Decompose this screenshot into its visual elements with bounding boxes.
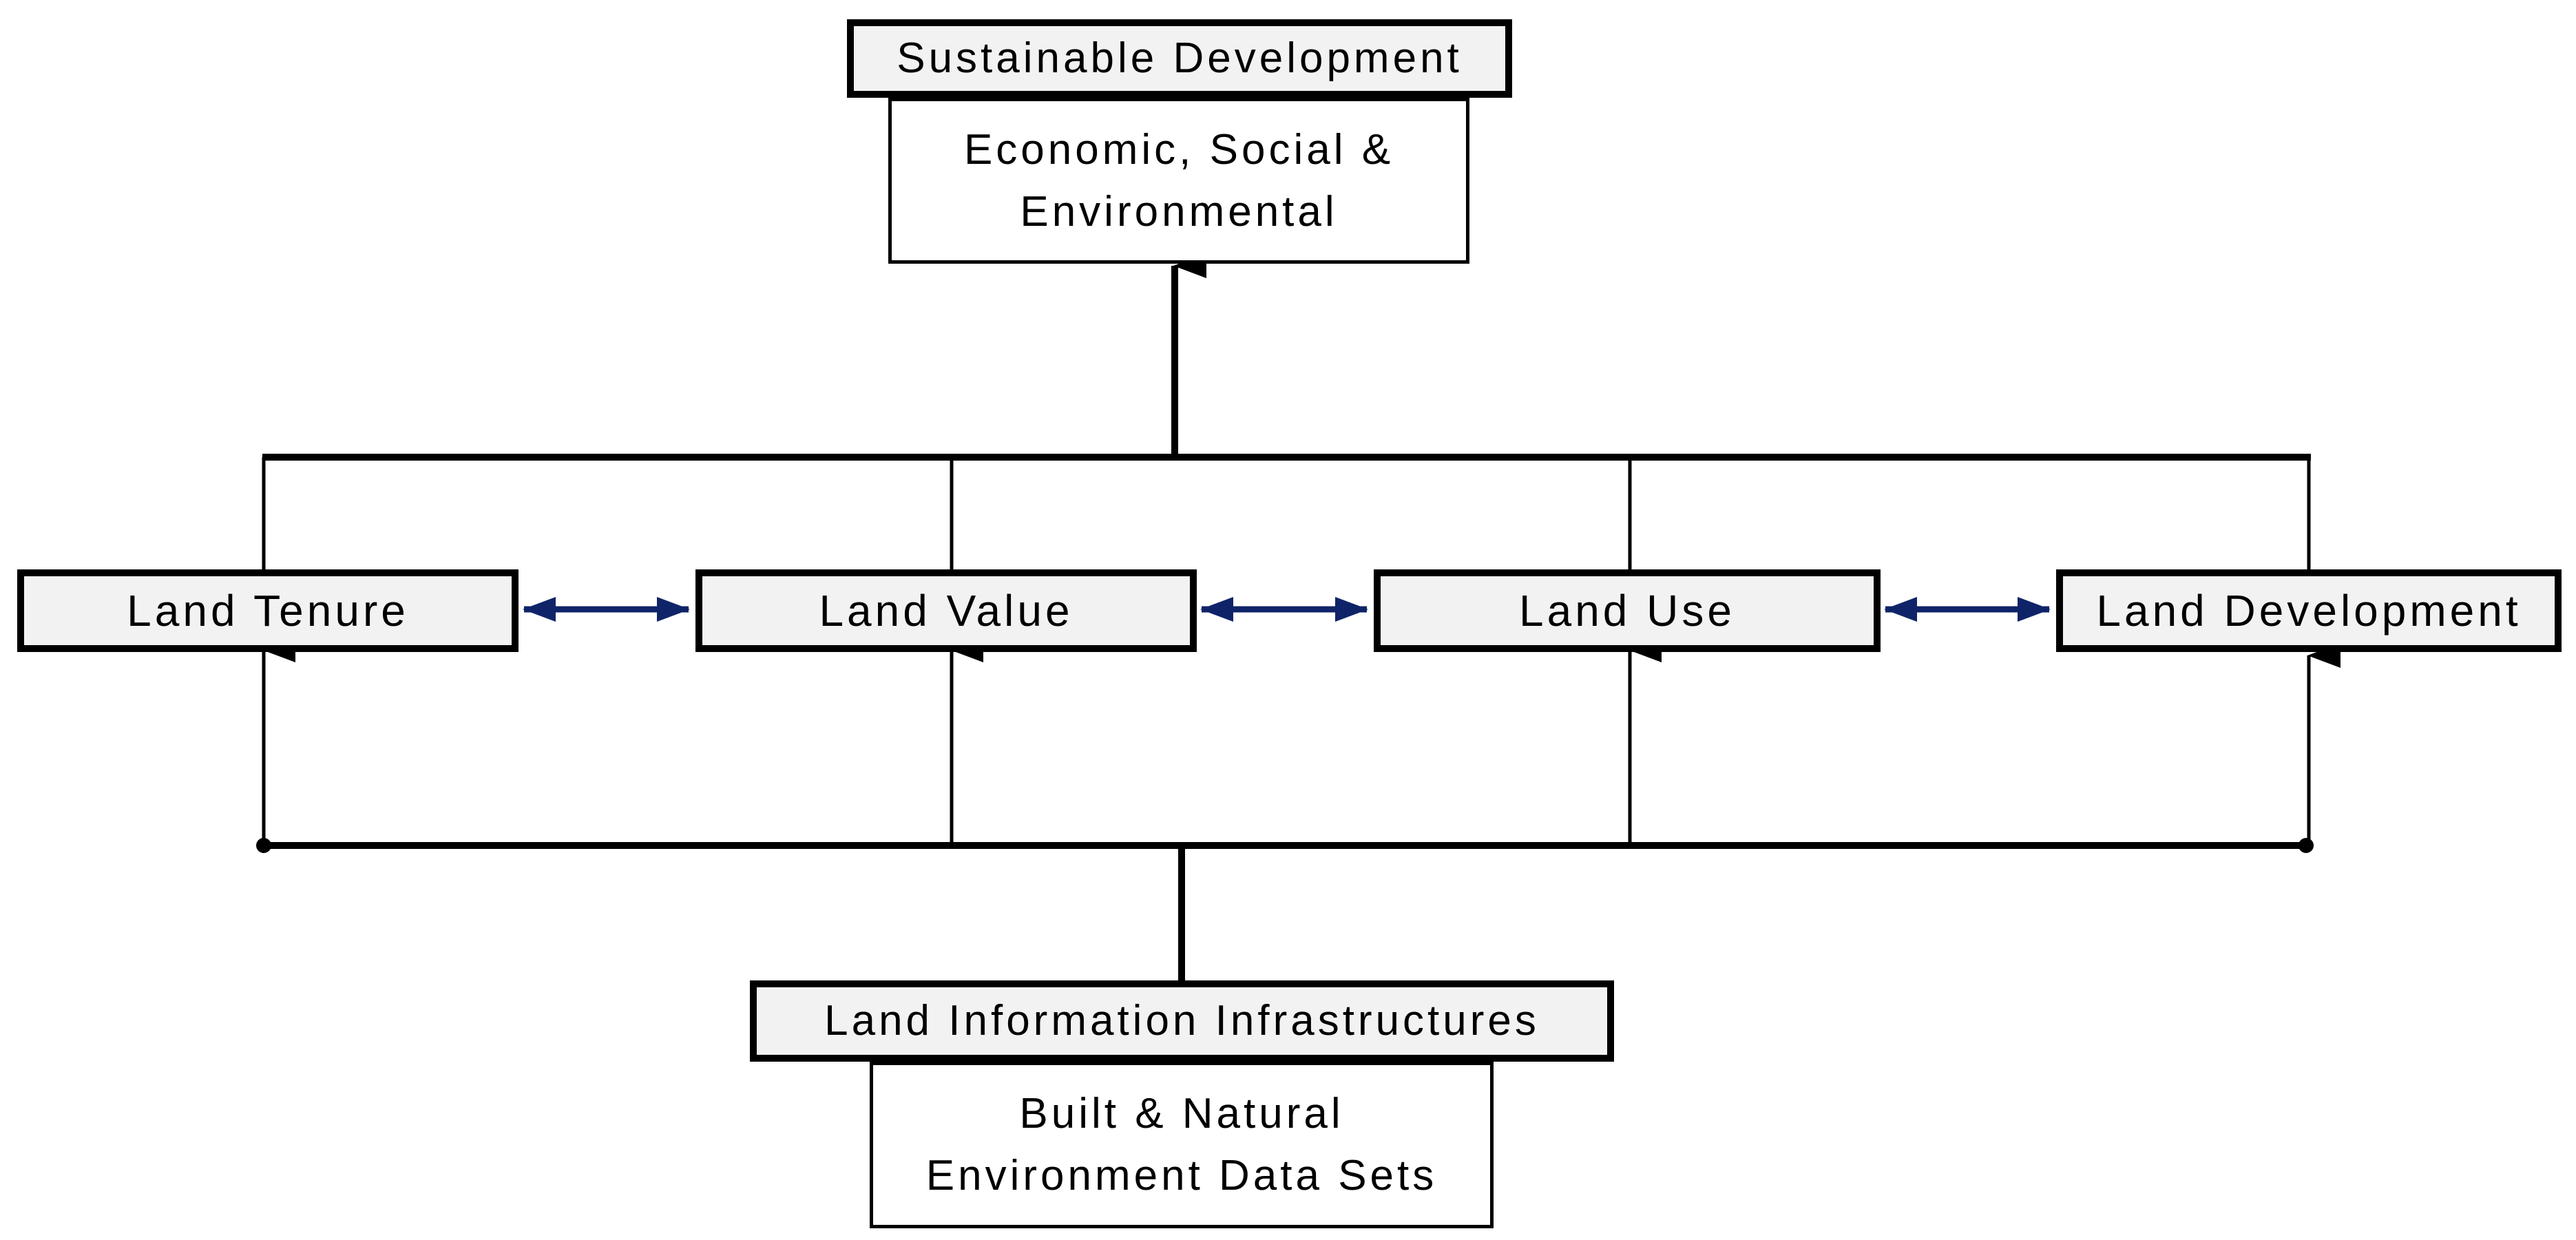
land-value-box: Land Value — [695, 569, 1197, 652]
sustainable-development-header: Sustainable Development — [847, 19, 1512, 98]
land-information-detail-box: Built & Natural Environment Data Sets — [870, 1062, 1494, 1228]
land-tenure-label: Land Tenure — [127, 585, 409, 635]
land-use-box: Land Use — [1374, 569, 1881, 652]
land-value-label: Land Value — [819, 585, 1074, 635]
sustainable-development-title: Sustainable Development — [897, 34, 1463, 83]
land-use-label: Land Use — [1519, 585, 1735, 635]
land-tenure-box: Land Tenure — [17, 569, 519, 652]
land-information-infrastructures-title: Land Information Infrastructures — [824, 997, 1540, 1045]
land-development-box: Land Development — [2056, 569, 2562, 652]
sustainable-development-detail-box: Economic, Social & Environmental — [888, 98, 1469, 264]
land-information-detail: Built & Natural Environment Data Sets — [925, 1090, 1438, 1199]
land-information-infrastructures-header: Land Information Infrastructures — [750, 980, 1614, 1062]
land-development-label: Land Development — [2096, 585, 2522, 635]
lower-bus-right-dot — [2298, 838, 2314, 853]
sustainable-development-detail: Economic, Social & Environmental — [963, 125, 1394, 235]
